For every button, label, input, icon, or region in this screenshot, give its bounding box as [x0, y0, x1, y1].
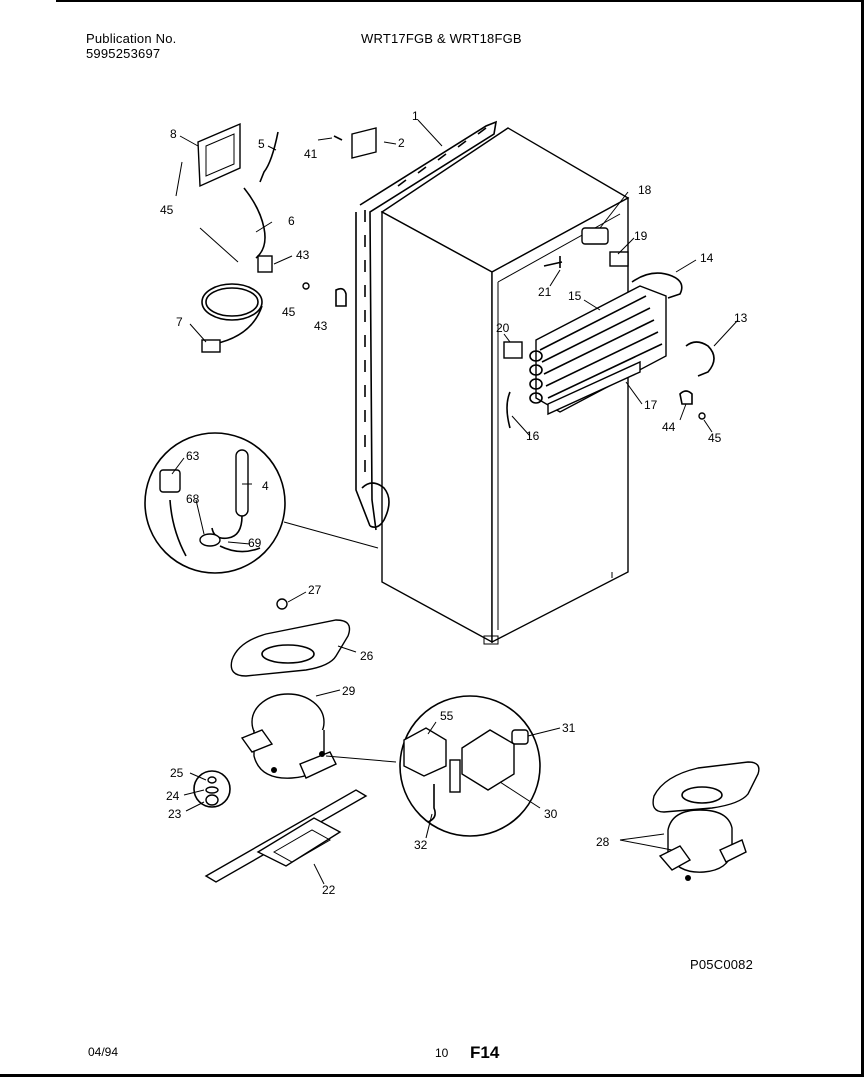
callout-6: 6 — [288, 214, 295, 228]
cabinet-shell — [380, 127, 630, 645]
callout-1: 1 — [412, 109, 419, 123]
callout-55: 55 — [440, 709, 454, 723]
frame-right-border — [861, 0, 864, 1077]
callout-28: 28 — [596, 835, 610, 849]
callout-20: 20 — [496, 321, 510, 335]
small-parts — [302, 127, 715, 429]
callout-41: 41 — [304, 147, 318, 161]
wiring-parts — [175, 122, 279, 353]
callout-13: 13 — [734, 311, 748, 325]
callout-45-right: 45 — [708, 431, 722, 445]
callout-24: 24 — [166, 789, 180, 803]
grommet-set — [193, 770, 231, 808]
callout-2: 2 — [398, 136, 405, 150]
callout-43-upper: 43 — [296, 248, 310, 262]
drain-pan — [230, 598, 351, 677]
alternate-compressor — [652, 761, 760, 881]
footer-figure-code: F14 — [470, 1043, 500, 1062]
callout-labels: 1 2 4 5 6 7 8 13 14 15 16 17 18 19 20 21… — [160, 109, 748, 897]
compressor-assembly — [204, 693, 397, 883]
callout-45-middle: 45 — [282, 305, 296, 319]
callout-31: 31 — [562, 721, 576, 735]
callout-22: 22 — [322, 883, 336, 897]
callout-7: 7 — [176, 315, 183, 329]
callout-21: 21 — [538, 285, 552, 299]
leader-lines — [171, 119, 739, 885]
frame-top-border — [56, 0, 864, 2]
condenser-coil — [355, 120, 498, 531]
callout-25: 25 — [170, 766, 184, 780]
callout-26: 26 — [360, 649, 374, 663]
thermostat-inset — [144, 432, 379, 574]
callout-45-upper: 45 — [160, 203, 174, 217]
callout-43-lower: 43 — [314, 319, 328, 333]
callout-14: 14 — [700, 251, 714, 265]
frame-bottom-border — [0, 1074, 864, 1077]
callout-69: 69 — [248, 536, 262, 550]
relay-inset — [399, 695, 541, 837]
callout-32: 32 — [414, 838, 428, 852]
callout-15: 15 — [568, 289, 582, 303]
callout-30: 30 — [544, 807, 558, 821]
callout-19: 19 — [634, 229, 648, 243]
callout-68: 68 — [186, 492, 200, 506]
footer-page-number: 10 — [435, 1046, 449, 1060]
callout-23: 23 — [168, 807, 182, 821]
callout-8: 8 — [170, 127, 177, 141]
model-numbers: WRT17FGB & WRT18FGB — [361, 31, 522, 46]
footer-date: 04/94 — [88, 1045, 119, 1059]
callout-27: 27 — [308, 583, 322, 597]
drawing-code: P05C0082 — [690, 957, 754, 972]
condenser-coil-fins — [364, 127, 487, 472]
callout-4: 4 — [262, 479, 269, 493]
callout-16: 16 — [526, 429, 540, 443]
callout-29: 29 — [342, 684, 356, 698]
evaporator-assembly — [529, 272, 683, 416]
callout-17: 17 — [644, 398, 658, 412]
callout-44: 44 — [662, 420, 676, 434]
callout-5: 5 — [258, 137, 265, 151]
callout-18: 18 — [638, 183, 652, 197]
publication-label: Publication No. — [86, 31, 177, 46]
publication-number: 5995253697 — [86, 46, 161, 61]
callout-63: 63 — [186, 449, 200, 463]
